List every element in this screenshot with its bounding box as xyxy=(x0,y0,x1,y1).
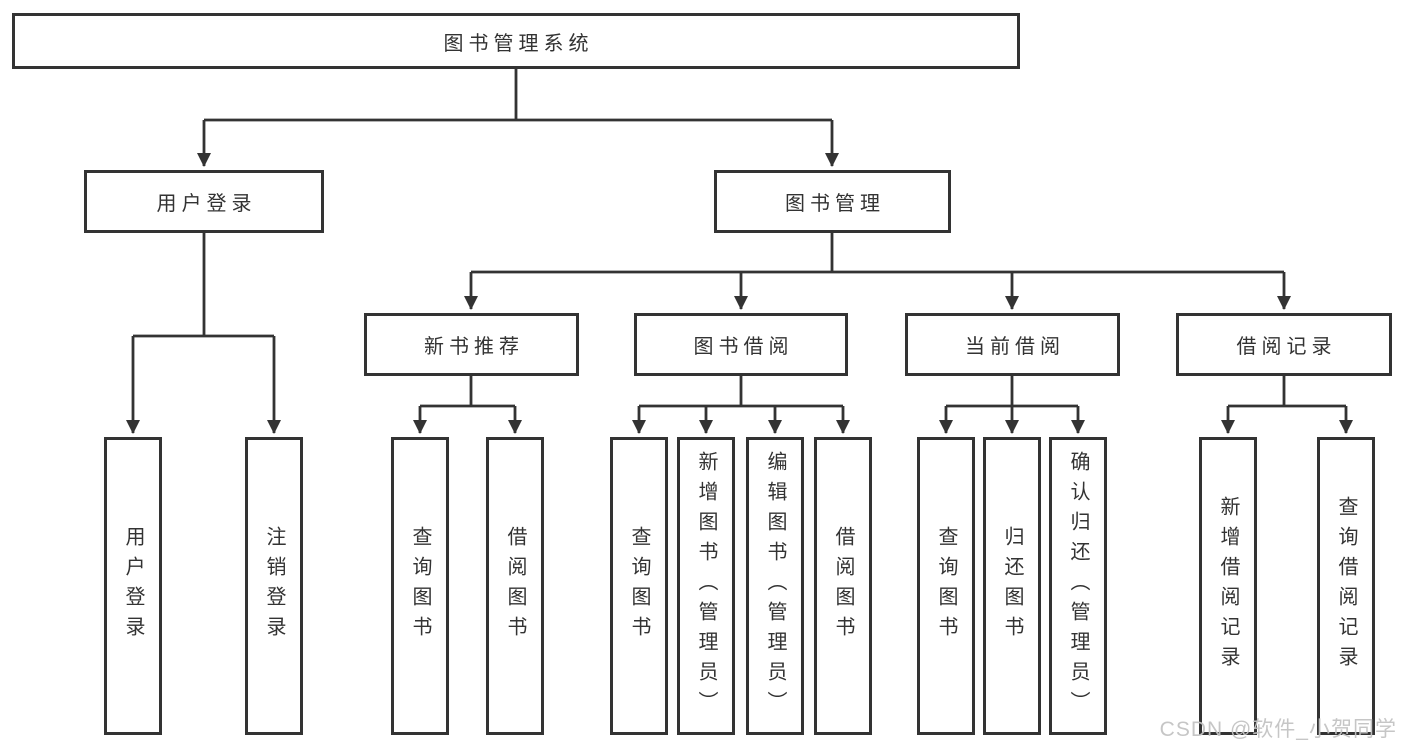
leaf-user-login: 用户登录 xyxy=(104,437,162,735)
leaf-edit-book-admin: 编辑图书（管理员） xyxy=(746,437,804,735)
node-library-management-system: 图书管理系统 xyxy=(12,13,1020,69)
leaf-add-borrow-record: 新增借阅记录 xyxy=(1199,437,1257,735)
node-current-borrow: 当前借阅 xyxy=(905,313,1120,376)
leaf-query-books-borrow: 查询图书 xyxy=(610,437,668,735)
leaf-query-books-recommend: 查询图书 xyxy=(391,437,449,735)
leaf-return-books: 归还图书 xyxy=(983,437,1041,735)
leaf-borrow-books: 借阅图书 xyxy=(814,437,872,735)
node-borrow-records: 借阅记录 xyxy=(1176,313,1392,376)
node-book-borrow: 图书借阅 xyxy=(634,313,848,376)
leaf-query-books-current: 查询图书 xyxy=(917,437,975,735)
csdn-watermark: CSDN @软件_小贺同学 xyxy=(1159,718,1397,741)
leaf-confirm-return-admin: 确认归还（管理员） xyxy=(1049,437,1107,735)
leaf-query-borrow-record: 查询借阅记录 xyxy=(1317,437,1375,735)
leaf-logout: 注销登录 xyxy=(245,437,303,735)
node-new-book-recommend: 新书推荐 xyxy=(364,313,579,376)
leaf-borrow-books-recommend: 借阅图书 xyxy=(486,437,544,735)
node-book-management: 图书管理 xyxy=(714,170,951,233)
leaf-add-book-admin: 新增图书（管理员） xyxy=(677,437,735,735)
node-user-login: 用户登录 xyxy=(84,170,324,233)
